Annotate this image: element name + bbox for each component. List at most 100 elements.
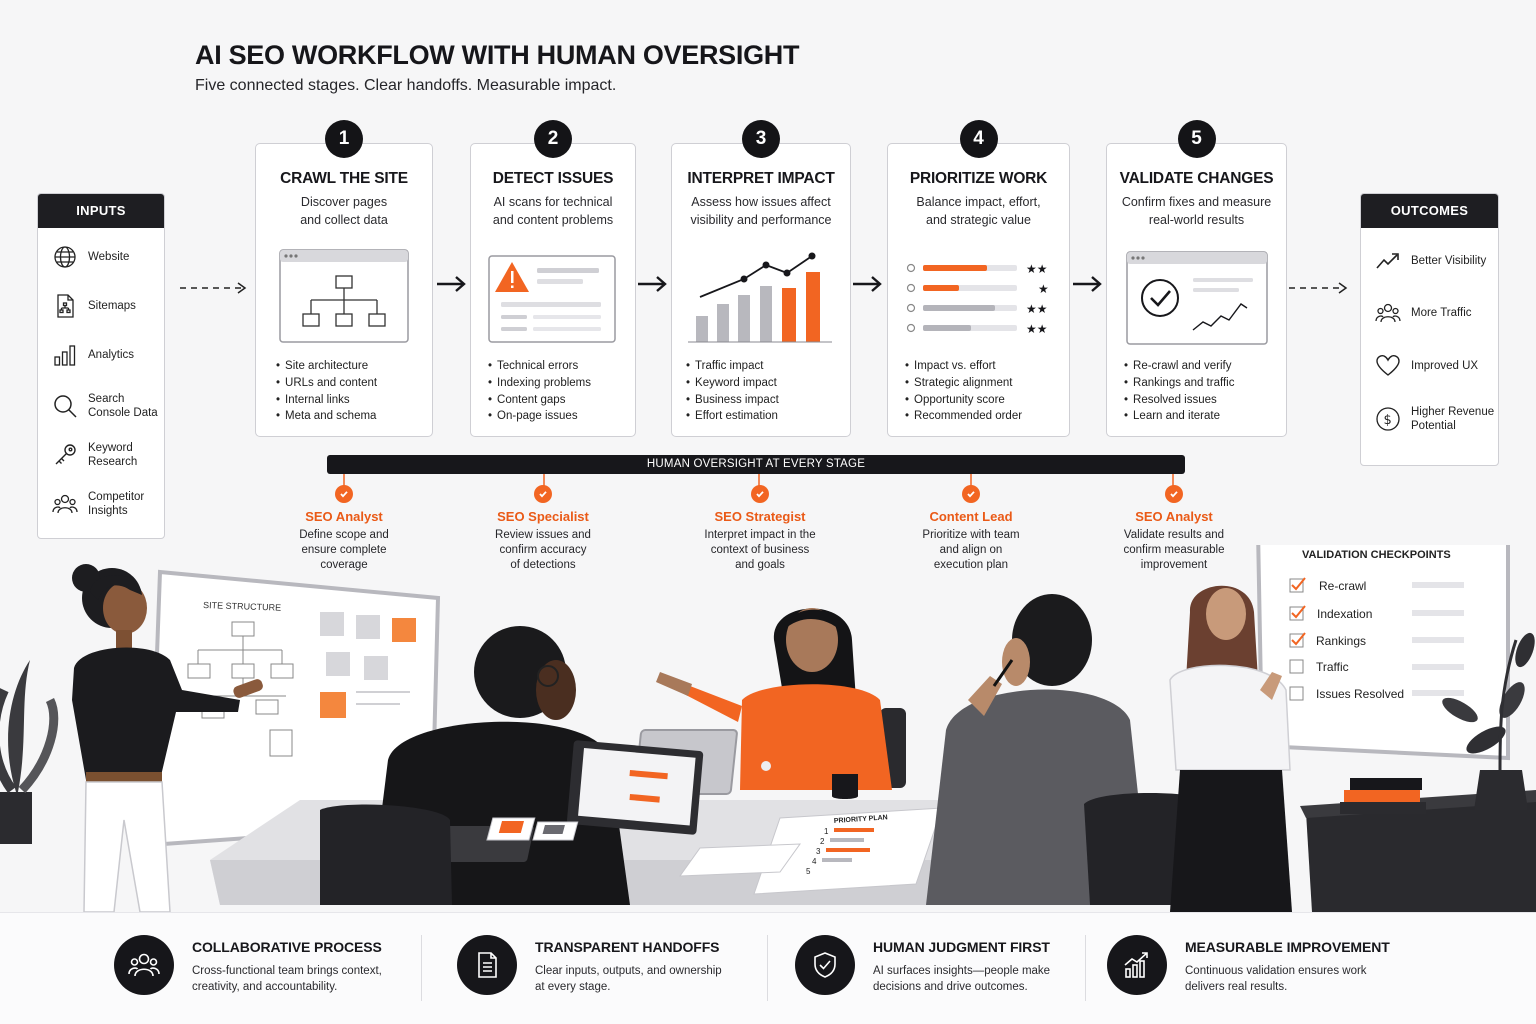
outcome-label: More Traffic	[1411, 307, 1472, 319]
role-description: Interpret impact in the context of busin…	[704, 529, 816, 572]
inputs-panel: INPUTS Website Sitemaps Analytics Search…	[37, 193, 165, 539]
stage-title: PRIORITIZE WORK	[909, 170, 1048, 187]
feature-measurable-improvement: MEASURABLE IMPROVEMENT Continuous valida…	[1107, 935, 1390, 995]
bullet-item: Traffic impact	[686, 358, 779, 375]
bullet-item: URLs and content	[276, 375, 377, 392]
bullet-item: Indexing problems	[488, 375, 591, 392]
stage-number: 5	[1177, 120, 1216, 158]
growth-chart-icon	[1107, 935, 1167, 995]
validation-item-label: Indexation	[1317, 607, 1372, 621]
input-item-competitor-insights: Competitor Insights	[52, 490, 144, 518]
bullet-item: Impact vs. effort	[905, 358, 1022, 375]
check-icon	[534, 485, 552, 503]
stage-card-detect: 2 DETECT ISSUES AI scans for technical a…	[470, 120, 636, 437]
feature-description: Cross-functional team brings context, cr…	[192, 965, 382, 993]
validation-screen-illustration	[1107, 248, 1286, 348]
stage-description: Balance impact, effort, and strategic va…	[916, 195, 1041, 227]
input-label: Competitor Insights	[88, 491, 145, 517]
heart-icon	[1375, 353, 1401, 379]
stage-card-crawl: 1 CRAWL THE SITE Discover pages and coll…	[255, 120, 433, 437]
role-name: SEO Analyst	[1135, 509, 1213, 524]
human-oversight-bar: HUMAN OVERSIGHT AT EVERY STAGE	[327, 455, 1185, 474]
stage-title: VALIDATE CHANGES	[1119, 170, 1274, 187]
input-label: Keyword Research	[88, 442, 138, 468]
role-description: Prioritize with team and align on execut…	[922, 529, 1020, 572]
bullet-item: Technical errors	[488, 358, 591, 375]
outcome-item-revenue: $ Higher Revenue Potential	[1375, 405, 1494, 433]
footer-divider	[1085, 935, 1086, 1001]
role-name: SEO Analyst	[305, 509, 383, 524]
feature-transparent-handoffs: TRANSPARENT HANDOFFS Clear inputs, outpu…	[457, 935, 722, 995]
input-item-keyword-research: Keyword Research	[52, 441, 137, 469]
flow-arrow-4-5	[1073, 276, 1102, 292]
validation-item-issues-resolved: Issues Resolved	[1289, 686, 1464, 701]
stage-card-validate: 5 VALIDATE CHANGES Confirm fixes and mea…	[1106, 120, 1287, 437]
role-description: Review issues and confirm accuracy of de…	[495, 529, 591, 572]
role-seo-analyst-1: SEO Analyst Define scope and ensure comp…	[254, 485, 434, 574]
team-icon	[114, 935, 174, 995]
footer-divider	[767, 935, 768, 1001]
priority-list-illustration: ★★ ★ ★★ ★★	[888, 248, 1069, 348]
svg-text:★★: ★★	[1026, 322, 1048, 336]
stage-bullets: Impact vs. effort Strategic alignment Op…	[905, 358, 1022, 425]
bullet-item: Business impact	[686, 392, 779, 409]
validation-title: VALIDATION CHECKPOINTS	[1302, 549, 1451, 561]
validation-item-label: Rankings	[1316, 634, 1366, 648]
validation-item-label: Issues Resolved	[1316, 687, 1404, 701]
stage-title: CRAWL THE SITE	[280, 170, 408, 187]
bullet-item: Recommended order	[905, 408, 1022, 425]
page-subtitle: Five connected stages. Clear handoffs. M…	[195, 77, 617, 94]
role-content-lead: Content Lead Prioritize with team and al…	[881, 485, 1061, 574]
input-label: Analytics	[88, 349, 135, 361]
svg-text:★★: ★★	[1026, 262, 1048, 276]
role-connectors	[343, 474, 1174, 486]
bullet-item: Keyword impact	[686, 375, 779, 392]
site-tree-illustration	[256, 248, 432, 348]
outcomes-flow-arrow	[1289, 282, 1348, 294]
inputs-flow-arrow	[180, 282, 247, 294]
validation-item-recrawl: Re-crawl	[1289, 577, 1464, 593]
stage-bullets: Traffic impact Keyword impact Business i…	[686, 358, 779, 425]
bullet-item: Resolved issues	[1124, 392, 1234, 409]
input-item-sitemaps: Sitemaps	[52, 293, 136, 319]
priority-number: 5	[806, 867, 811, 876]
feature-title: HUMAN JUDGMENT FIRST	[873, 939, 1050, 955]
stage-description: Assess how issues affect visibility and …	[690, 195, 832, 227]
issue-alert-illustration	[471, 248, 635, 348]
flow-arrow-1-2	[437, 276, 466, 292]
shield-check-icon	[795, 935, 855, 995]
role-seo-specialist: SEO Specialist Review issues and confirm…	[453, 485, 633, 574]
dollar-icon: $	[1375, 406, 1401, 432]
role-description: Validate results and confirm measurable …	[1123, 529, 1225, 572]
input-item-search-console: Search Console Data	[52, 392, 158, 420]
bullet-item: Opportunity score	[905, 392, 1022, 409]
bullet-item: Re-crawl and verify	[1124, 358, 1234, 375]
sitemap-document-icon	[52, 293, 78, 319]
outcome-label: Higher Revenue Potential	[1411, 406, 1495, 432]
outcome-item-ux: Improved UX	[1375, 353, 1478, 379]
svg-text:★★: ★★	[1026, 302, 1048, 316]
stage-title: INTERPRET IMPACT	[687, 170, 835, 187]
priority-number: 4	[812, 857, 817, 866]
outcomes-panel: OUTCOMES Better Visibility More Traffic …	[1360, 193, 1499, 466]
trend-up-icon	[1375, 248, 1401, 274]
role-seo-analyst-2: SEO Analyst Validate results and confirm…	[1084, 485, 1264, 574]
priority-number: 1	[824, 827, 829, 836]
svg-text:$: $	[1384, 413, 1392, 428]
search-icon	[52, 393, 78, 419]
key-icon	[52, 442, 78, 468]
outcome-item-visibility: Better Visibility	[1375, 248, 1486, 274]
bullet-item: Strategic alignment	[905, 375, 1022, 392]
priority-plan-sheet: PRIORITY PLAN 1 2 3 4 5	[753, 807, 943, 895]
whiteboard-label: SITE STRUCTURE	[203, 600, 281, 613]
check-icon	[335, 485, 353, 503]
input-label: Website	[88, 251, 130, 263]
priority-plan-label: PRIORITY PLAN	[834, 814, 888, 825]
stage-number: 1	[325, 120, 363, 158]
bullet-item: Site architecture	[276, 358, 377, 375]
feature-collaborative-process: COLLABORATIVE PROCESS Cross-functional t…	[114, 935, 382, 995]
impact-chart-illustration	[672, 248, 850, 348]
feature-description: AI surfaces insights—people make decisio…	[873, 965, 1051, 993]
stage-description: AI scans for technical and content probl…	[492, 195, 614, 227]
person-seo-analyst-right	[1169, 585, 1292, 912]
